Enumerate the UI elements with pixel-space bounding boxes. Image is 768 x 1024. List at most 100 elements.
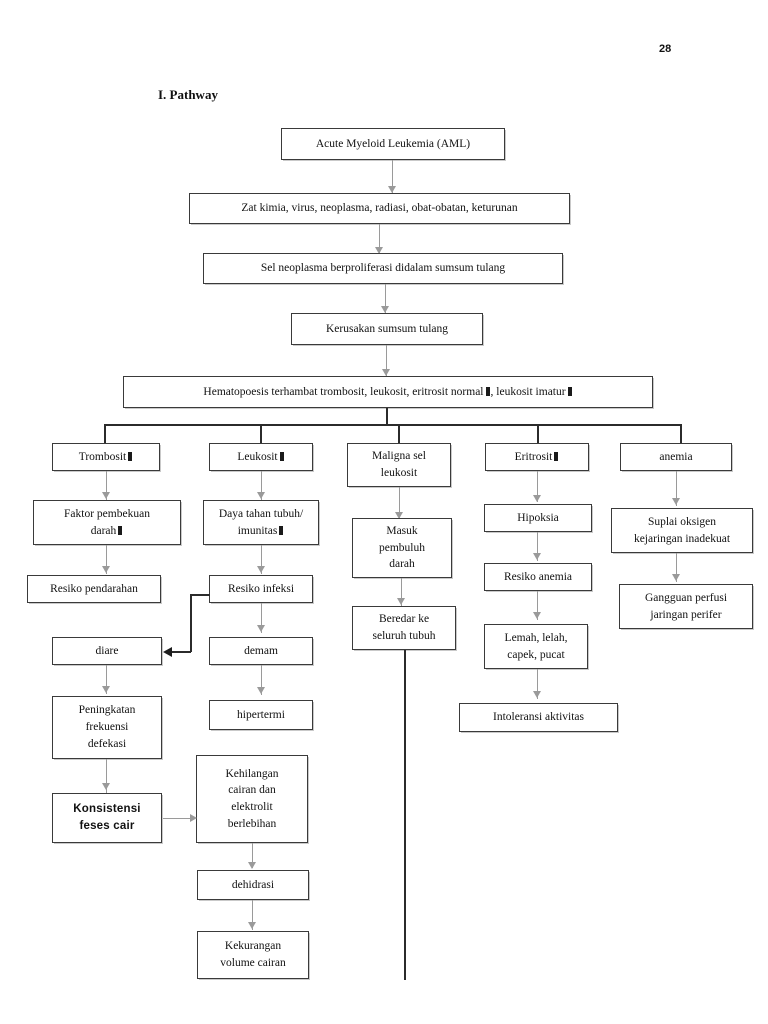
node-hematopoesis[interactable]: Hematopoesis terhambat trombosit, leukos… <box>123 376 653 408</box>
arrowhead-down-icon <box>533 612 541 619</box>
arrowhead-down-icon <box>395 512 403 519</box>
node-label: Sel neoplasma berproliferasi didalam sum… <box>260 262 506 275</box>
missing-glyph-icon <box>567 386 572 396</box>
node-beredar[interactable]: Beredar ke seluruh tubuh <box>352 606 456 650</box>
arrowhead-down-icon <box>102 492 110 499</box>
node-label: Intoleransi aktivitas <box>492 711 585 724</box>
missing-glyph-icon <box>118 525 123 535</box>
edge-maligna-masuk <box>399 487 400 519</box>
node-resiko-infeksi[interactable]: Resiko infeksi <box>209 575 313 603</box>
edge-aml-etiologi <box>392 160 393 195</box>
node-aml[interactable]: Acute Myeloid Leukemia (AML) <box>281 128 505 160</box>
edge-demam-hipertermi <box>261 665 262 695</box>
node-hipoksia[interactable]: Hipoksia <box>484 504 592 532</box>
missing-glyph-icon <box>485 386 490 396</box>
node-label: anemia <box>659 450 693 463</box>
node-label: Peningkatan frekuensi defekasi <box>78 704 136 750</box>
node-kekurangan-volume-cairan[interactable]: Kekurangan volume cairan <box>197 931 309 979</box>
edge-bus-drop-maligna <box>398 424 400 443</box>
edge-proliferasi-kerusakan <box>385 284 386 314</box>
edge-kehilangan-dehidrasi <box>252 843 253 868</box>
node-label: Daya tahan tubuh/ imunitas <box>218 507 304 537</box>
edge-leukosit-daya <box>261 471 262 500</box>
node-label: Resiko infeksi <box>227 582 295 595</box>
node-maligna[interactable]: Maligna sel leukosit <box>347 443 451 487</box>
node-resiko-pendarahan[interactable]: Resiko pendarahan <box>27 575 161 603</box>
node-label: Hematopoesis terhambat trombosit, leukos… <box>203 384 572 401</box>
node-hipertermi[interactable]: hipertermi <box>209 700 313 730</box>
node-label: Konsistensi feses cair <box>73 803 141 832</box>
edge-lemah-intoleransi <box>537 669 538 699</box>
node-lemah-lelah[interactable]: Lemah, lelah, capek, pucat <box>484 624 588 669</box>
node-label: Eritrosit <box>515 449 560 466</box>
node-label: Trombosit <box>79 449 134 466</box>
missing-glyph-icon <box>554 451 559 461</box>
arrowhead-down-icon <box>102 566 110 573</box>
node-proliferasi[interactable]: Sel neoplasma berproliferasi didalam sum… <box>203 253 563 284</box>
arrowhead-down-icon <box>375 247 383 254</box>
node-masuk-pembuluh-darah[interactable]: Masuk pembuluh darah <box>352 518 452 578</box>
node-label: Gangguan perfusi jaringan perifer <box>644 591 728 621</box>
node-suplai-oksigen[interactable]: Suplai oksigen kejaringan inadekuat <box>611 508 753 553</box>
arrowhead-down-icon <box>382 369 390 376</box>
arrowhead-down-icon <box>533 691 541 698</box>
edge-eritrosit-hipoksia <box>537 471 538 502</box>
edge-daya-infeksi <box>261 545 262 574</box>
arrowhead-down-icon <box>102 783 110 790</box>
node-gangguan-perfusi[interactable]: Gangguan perfusi jaringan perifer <box>619 584 753 629</box>
edge-bus-drop-trombosit <box>104 424 106 443</box>
node-label: diare <box>95 644 119 657</box>
node-faktor-pembekuan[interactable]: Faktor pembekuan darah <box>33 500 181 545</box>
arrowhead-down-icon <box>257 492 265 499</box>
node-label: Maligna sel leukosit <box>372 450 426 479</box>
edge-bus-drop-eritrosit <box>537 424 539 443</box>
missing-glyph-icon <box>279 451 284 461</box>
node-etiologi[interactable]: Zat kimia, virus, neoplasma, radiasi, ob… <box>189 193 570 224</box>
edge-bus-stem <box>386 408 388 425</box>
missing-glyph-icon <box>128 451 133 461</box>
node-label: Suplai oksigen kejaringan inadekuat <box>633 515 731 545</box>
edge-bus-drop-anemia <box>680 424 682 443</box>
node-label: Hipoksia <box>517 511 559 524</box>
node-daya-tahan[interactable]: Daya tahan tubuh/ imunitas <box>203 500 319 545</box>
arrowhead-right-icon <box>190 814 197 822</box>
edge-anemia-suplai <box>676 471 677 506</box>
node-label: Zat kimia, virus, neoplasma, radiasi, ob… <box>241 202 518 215</box>
node-label: Kekurangan volume cairan <box>220 940 286 969</box>
edge-kerusakan-hematopoesis <box>386 345 387 377</box>
edge-konsistensi-kehilangan <box>163 818 194 819</box>
node-diare[interactable]: diare <box>52 637 162 665</box>
node-label: Resiko anemia <box>503 570 573 583</box>
node-konsistensi-feses-cair[interactable]: Konsistensi feses cair <box>52 793 162 843</box>
node-label: Resiko pendarahan <box>50 582 138 595</box>
arrowhead-down-icon <box>672 498 680 505</box>
edge-masuk-beredar <box>401 578 402 606</box>
arrowhead-down-icon <box>102 686 110 693</box>
node-anemia[interactable]: anemia <box>620 443 732 471</box>
edge-infeksi-demam <box>261 603 262 633</box>
edge-infeksi-diare-seg2 <box>190 594 192 652</box>
edge-diare-peningkatan <box>106 665 107 694</box>
node-label: Kerusakan sumsum tulang <box>325 322 448 335</box>
node-label: demam <box>244 644 278 657</box>
node-kehilangan-cairan[interactable]: Kehilangan cairan dan elektrolit berlebi… <box>196 755 308 843</box>
node-kerusakan[interactable]: Kerusakan sumsum tulang <box>291 313 483 345</box>
page-title: I. Pathway <box>158 87 218 102</box>
node-peningkatan-frekuensi[interactable]: Peningkatan frekuensi defekasi <box>52 696 162 759</box>
edge-faktor-pendarahan <box>106 545 107 574</box>
node-trombosit[interactable]: Trombosit <box>52 443 160 471</box>
arrowhead-left-icon <box>163 647 172 657</box>
edge-dehidrasi-kekurangan <box>252 900 253 930</box>
node-resiko-anemia[interactable]: Resiko anemia <box>484 563 592 591</box>
node-demam[interactable]: demam <box>209 637 313 665</box>
node-leukosit[interactable]: Leukosit <box>209 443 313 471</box>
edge-hipoksia-resikoanemia <box>537 532 538 561</box>
arrowhead-down-icon <box>672 574 680 581</box>
node-label: dehidrasi <box>231 878 275 891</box>
node-intoleransi-aktivitas[interactable]: Intoleransi aktivitas <box>459 703 618 732</box>
arrowhead-down-icon <box>257 566 265 573</box>
node-dehidrasi[interactable]: dehidrasi <box>197 870 309 900</box>
node-eritrosit[interactable]: Eritrosit <box>485 443 589 471</box>
node-label: Acute Myeloid Leukemia (AML) <box>315 137 471 150</box>
